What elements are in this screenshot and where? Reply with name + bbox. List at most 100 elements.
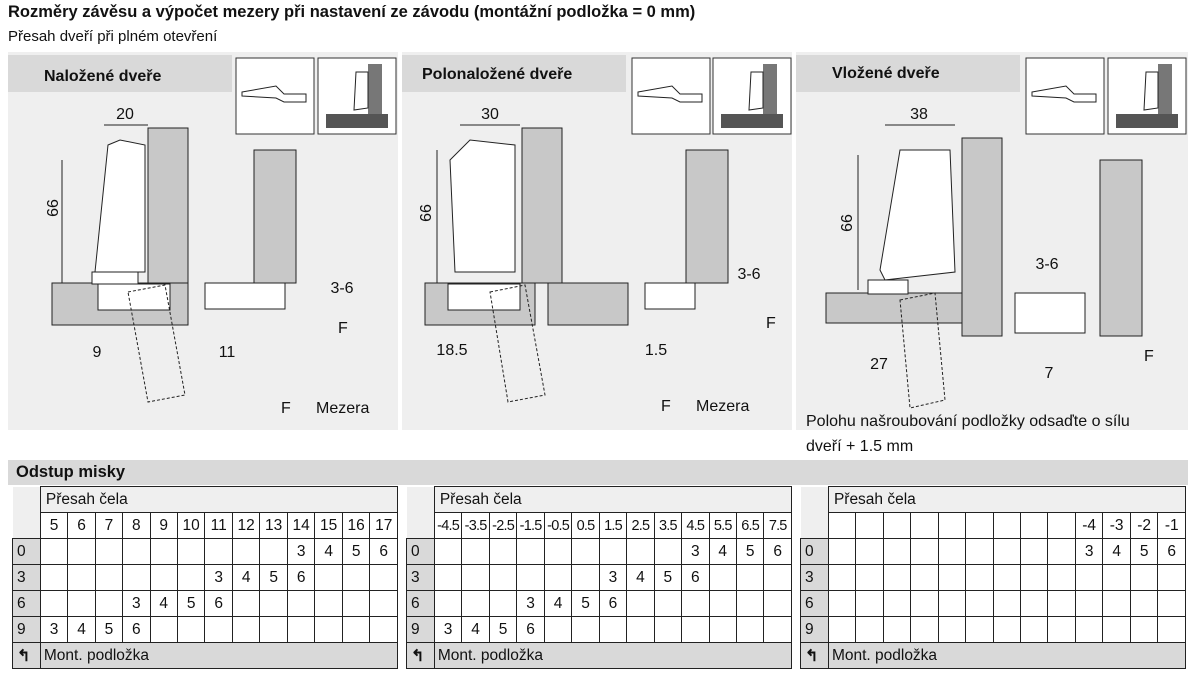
table-cell (855, 564, 884, 591)
table-cell: 5 (735, 538, 765, 565)
table-cell (149, 538, 178, 565)
table-cell: 4 (708, 538, 737, 565)
table-cell (626, 538, 655, 565)
row-header: 6 (800, 590, 829, 617)
table-cell (735, 616, 765, 643)
corner-arrow-icon: ↰ (800, 642, 829, 669)
overlay-header: Přesah čela (827, 486, 1187, 513)
table-cell: 6 (122, 616, 151, 643)
column-header: -2 (1129, 512, 1159, 539)
table-cell (369, 564, 398, 591)
svg-text:Mezera: Mezera (316, 400, 369, 417)
table-cell (314, 590, 343, 617)
table-cell: 5 (488, 616, 518, 643)
table-cell (369, 590, 398, 617)
mounting-plate-label: Mont. podložka (827, 642, 1187, 669)
column-header: 1.5 (598, 512, 628, 539)
table-cell (855, 538, 884, 565)
table-cell: 3 (204, 564, 233, 591)
svg-text:66: 66 (418, 204, 435, 222)
table-cell (910, 616, 939, 643)
table-cell (341, 564, 371, 591)
column-header: 5.5 (708, 512, 737, 539)
row-header: 3 (406, 564, 435, 591)
table-cell (1019, 590, 1049, 617)
mounting-plate-label: Mont. podložka (39, 642, 399, 669)
table-cell (855, 590, 884, 617)
table-cell (937, 590, 967, 617)
column-header: 14 (286, 512, 316, 539)
table-cell: 3 (516, 590, 545, 617)
table-cell: 3 (286, 538, 316, 565)
table-cell (1047, 616, 1076, 643)
table-cell: 4 (461, 616, 490, 643)
column-header: 16 (341, 512, 371, 539)
row-header: 9 (800, 616, 829, 643)
table-cell (516, 538, 545, 565)
panel-title: Polonaložené dveře (422, 66, 572, 83)
table-cell (149, 616, 178, 643)
table-cell (341, 590, 371, 617)
table-cell (461, 538, 490, 565)
column-header: 3.5 (653, 512, 683, 539)
hinge-diagrams: Naložené dveře 20 66 3-6 F 9 11 F Mezera… (8, 52, 1188, 455)
column-header (827, 512, 857, 539)
table-cell: 6 (1157, 538, 1186, 565)
table-cell (681, 616, 710, 643)
column-header: 8 (122, 512, 151, 539)
table-cell (1157, 590, 1186, 617)
table-cell (735, 590, 765, 617)
table-cell (965, 590, 994, 617)
table-cell (653, 616, 683, 643)
panel-title: Naložené dveře (44, 68, 161, 85)
table-cell: 3 (122, 590, 151, 617)
column-header: 0.5 (571, 512, 600, 539)
table-cell (1102, 564, 1131, 591)
table-cell (39, 538, 69, 565)
table-cell (681, 590, 710, 617)
table-cell (1129, 590, 1159, 617)
section-title: Odstup misky (8, 460, 1188, 485)
table-cell: 5 (1129, 538, 1159, 565)
table-cell (259, 538, 288, 565)
column-header: 11 (204, 512, 233, 539)
column-header: -0.5 (543, 512, 573, 539)
svg-text:dveří + 1.5 mm: dveří + 1.5 mm (806, 438, 913, 455)
table-cell (910, 538, 939, 565)
table-cell (827, 538, 857, 565)
table-cell: 4 (149, 590, 178, 617)
table-cell (1047, 564, 1076, 591)
table-cell (488, 538, 518, 565)
panel-inset: Vložené dveře 38 66 3-6 F 27 7 Polohu na… (796, 52, 1188, 455)
hinge-thumbnail (235, 57, 315, 135)
table-cell (67, 538, 96, 565)
table-cell (149, 564, 178, 591)
table-cell: 4 (314, 538, 343, 565)
column-header: -3 (1102, 512, 1131, 539)
overlay-header: Přesah čela (433, 486, 793, 513)
table-cell (433, 538, 463, 565)
table-cell (94, 590, 124, 617)
table-cell (1074, 590, 1104, 617)
svg-text:66: 66 (45, 199, 62, 217)
column-header: -1 (1157, 512, 1186, 539)
table-row: 9 (800, 616, 1186, 643)
table-cell: 5 (653, 564, 683, 591)
svg-text:F: F (338, 320, 348, 337)
table-cell (763, 564, 792, 591)
table-cell (598, 538, 628, 565)
table-cell: 6 (204, 590, 233, 617)
table-cell: 4 (231, 564, 261, 591)
table-cell (763, 616, 792, 643)
table-cell (992, 564, 1022, 591)
svg-text:11: 11 (219, 344, 236, 361)
table-cell: 3 (39, 616, 69, 643)
row-header: 0 (406, 538, 435, 565)
table-cell (1074, 616, 1104, 643)
table-cell (571, 564, 600, 591)
